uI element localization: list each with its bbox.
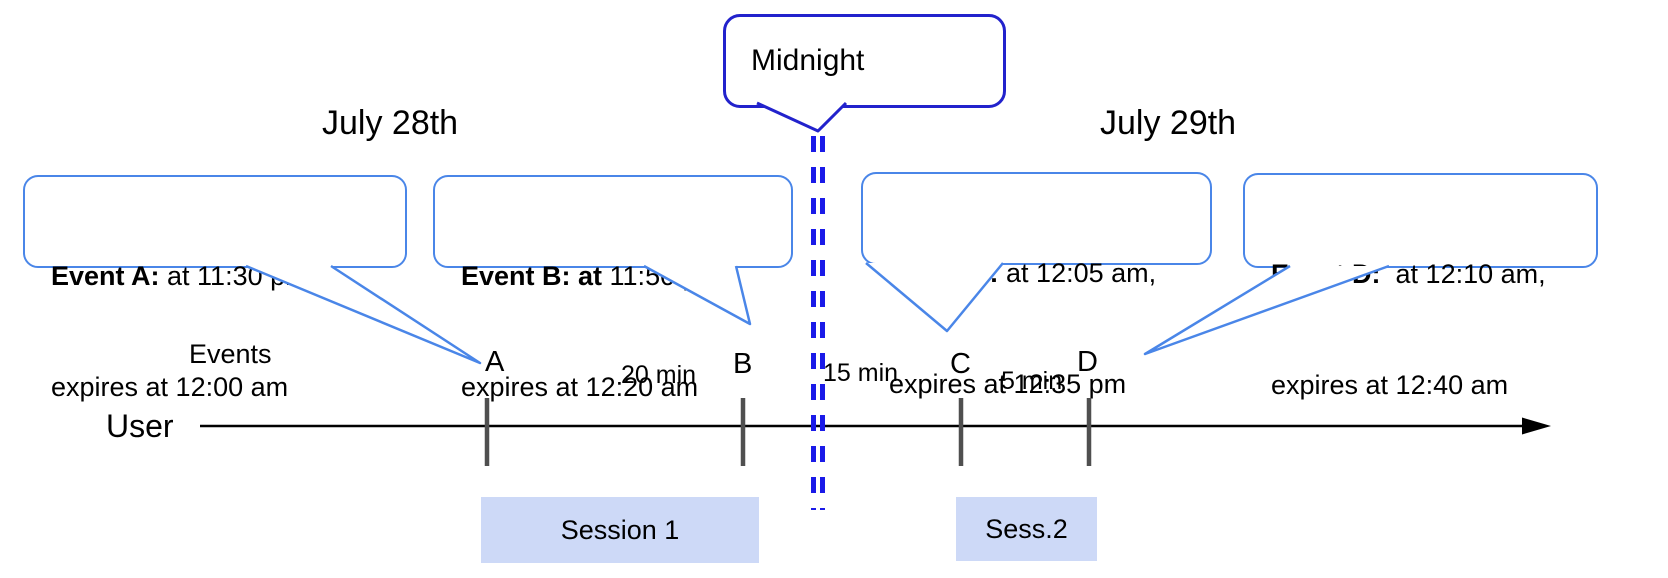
tick-label-a: A — [485, 346, 505, 378]
interval-label-20min: 20 min — [621, 361, 697, 389]
event-b-title: Event B: at — [461, 261, 603, 291]
event-c-time: at 12:05 am, — [998, 258, 1157, 288]
event-b-line2: expires at 12:20 am — [461, 372, 699, 402]
user-axis-label: User — [106, 408, 174, 444]
session-1-box: Session 1 — [481, 497, 759, 563]
event-c-callout: Event C: at 12:05 am, expires at 12:35 p… — [861, 172, 1212, 399]
interval-label-15min: 15 min — [823, 359, 899, 387]
interval-label-5min: 5 min — [1001, 367, 1063, 395]
tick-label-c: C — [950, 348, 971, 380]
midnight-label: Midnight — [751, 44, 865, 77]
event-d-title: Event D: — [1271, 259, 1381, 289]
event-c-line1: Event C: at 12:05 am, — [889, 255, 1200, 292]
midnight-callout: Midnight — [723, 14, 1006, 108]
event-b-line1: Event B: at 11:50 pm, — [461, 258, 781, 295]
date-label-july-28: July 28th — [322, 104, 459, 142]
event-b-callout: Event B: at 11:50 pm, expires at 12:20 a… — [433, 175, 793, 402]
session-2-box: Sess.2 — [956, 497, 1097, 561]
event-d-line2: expires at 12:40 am — [1271, 370, 1509, 400]
event-a-line2: expires at 12:00 am — [51, 372, 289, 402]
event-a-title: Event A: — [51, 261, 160, 291]
event-d-line1: Event D: at 12:10 am, — [1271, 256, 1586, 293]
event-c-line2: expires at 12:35 pm — [889, 369, 1127, 399]
date-label-july-29: July 29th — [1100, 104, 1237, 142]
event-a-line1: Event A: at 11:30 pm, — [51, 258, 395, 295]
tick-label-d: D — [1077, 346, 1098, 378]
event-a-time: at 11:30 pm, — [159, 261, 316, 291]
event-b-time: 11:50 pm, — [602, 261, 728, 291]
event-c-title: Event C: — [889, 258, 999, 288]
events-axis-label: Events — [189, 339, 272, 369]
session-1-label: Session 1 — [560, 514, 680, 545]
session-2-label: Sess.2 — [985, 513, 1068, 544]
event-a-callout: Event A: at 11:30 pm, expires at 12:00 a… — [23, 175, 407, 402]
event-d-time: at 12:10 am, — [1380, 259, 1546, 289]
tick-label-b: B — [733, 348, 753, 380]
event-d-callout: Event D: at 12:10 am, expires at 12:40 a… — [1243, 173, 1598, 400]
